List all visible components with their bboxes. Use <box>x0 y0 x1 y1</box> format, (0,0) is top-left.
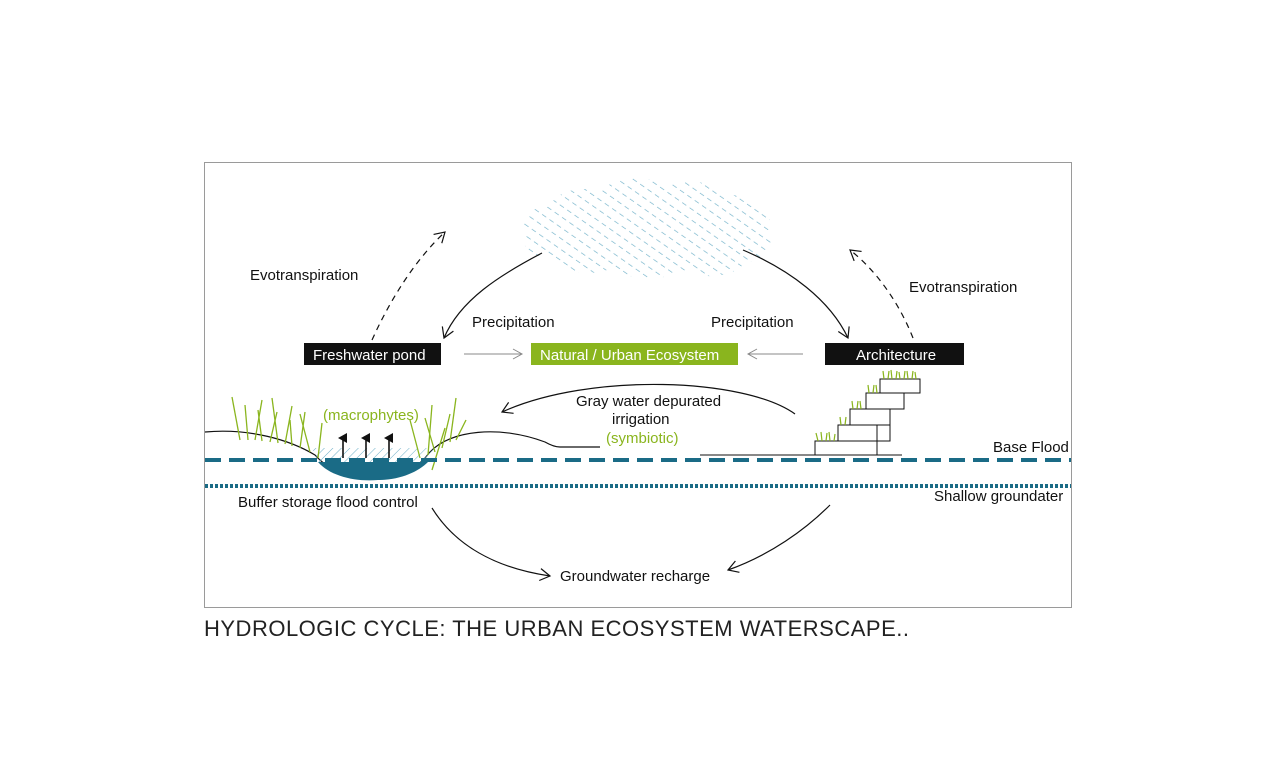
precipitation-label-right: Precipitation <box>711 314 794 331</box>
diagram-frame <box>204 162 1072 608</box>
architecture-label: Architecture <box>856 347 936 364</box>
figure-caption: HYDROLOGIC CYCLE: THE URBAN ECOSYSTEM WA… <box>204 616 910 641</box>
pond-water <box>318 462 428 481</box>
base-flood-label: Base Flood <box>993 439 1069 456</box>
symbiotic-label: (symbiotic) <box>606 430 679 447</box>
evotranspiration-arrow-left <box>371 231 446 341</box>
architecture-box <box>825 343 964 365</box>
macrophyte-grass <box>231 396 467 471</box>
recharge-arrow-right <box>726 504 831 573</box>
architecture-steps <box>814 378 921 456</box>
roof-grass <box>815 369 917 442</box>
cloud-icon <box>523 178 772 279</box>
evotranspiration-label-right: Evotranspiration <box>909 279 1017 296</box>
macrophytes-label: (macrophytes) <box>323 407 419 424</box>
buffer-storage-label: Buffer storage flood control <box>238 494 418 511</box>
ecosystem-label: Natural / Urban Ecosystem <box>540 347 719 364</box>
shallow-groundwater-label: Shallow groundater <box>934 488 1063 505</box>
precipitation-arrow-left <box>441 252 543 340</box>
gray-water-label-line2: irrigation <box>612 411 670 428</box>
gray-water-label-line1: Gray water depurated <box>576 393 721 410</box>
precipitation-label-left: Precipitation <box>472 314 555 331</box>
groundwater-recharge-label: Groundwater recharge <box>560 568 710 585</box>
recharge-arrow-left <box>431 507 552 582</box>
freshwater-pond-box <box>304 343 441 365</box>
evotranspiration-arrow-right <box>849 249 914 339</box>
freshwater-pond-label: Freshwater pond <box>313 347 426 364</box>
precipitation-arrow-right <box>742 249 850 340</box>
evotranspiration-label-left: Evotranspiration <box>250 267 358 284</box>
gray-water-arrow <box>500 383 796 415</box>
ecosystem-box <box>531 343 738 365</box>
